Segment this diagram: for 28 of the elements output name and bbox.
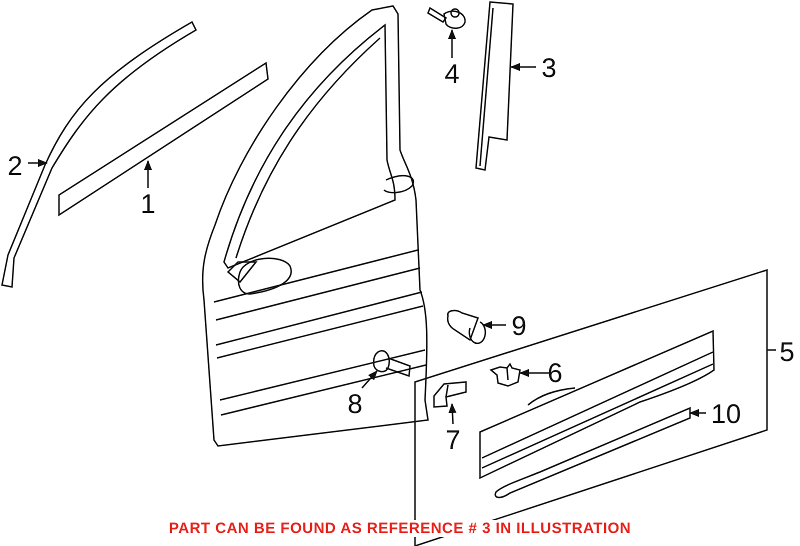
window-frame-molding <box>0 18 200 290</box>
callout-number: 10 <box>706 398 746 430</box>
callout-number: 4 <box>442 58 462 90</box>
leader-line <box>144 160 152 188</box>
leader-line <box>448 403 456 424</box>
callout-number: 8 <box>345 388 365 420</box>
callout-number: 6 <box>545 357 565 389</box>
callout-number: 3 <box>538 52 560 84</box>
door-molding <box>492 406 692 500</box>
callout-number: 9 <box>508 310 530 342</box>
bolt-drawing <box>372 349 414 379</box>
clip-drawing <box>444 308 484 344</box>
leader-line <box>689 409 706 417</box>
callout-number: 7 <box>443 424 463 456</box>
clip-drawing <box>489 364 521 386</box>
callout-number: 2 <box>4 150 26 182</box>
callout-number: 5 <box>777 336 797 368</box>
belt-molding <box>57 60 271 218</box>
pillar-trim <box>474 0 516 172</box>
leader-line <box>361 370 378 388</box>
leader-line <box>519 369 549 377</box>
leader-line <box>482 321 506 329</box>
leader-line <box>448 29 456 58</box>
leader-line <box>767 349 776 351</box>
leader-line <box>28 159 48 167</box>
callout-number: 1 <box>138 188 158 220</box>
leader-line <box>510 63 536 71</box>
clip-drawing <box>432 380 468 408</box>
